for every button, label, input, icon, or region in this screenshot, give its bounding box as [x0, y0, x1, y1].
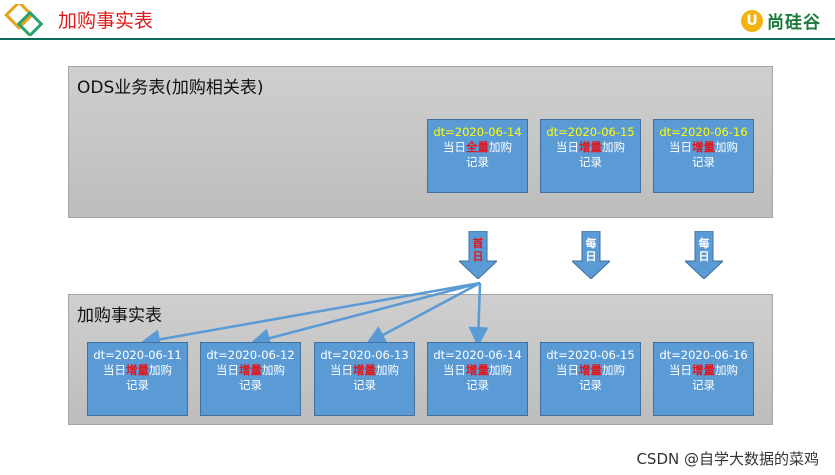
daily-arrow [685, 231, 723, 279]
box-prefix: 当日 [443, 363, 466, 377]
brand-logo: U 尚硅谷 [741, 8, 821, 33]
box-suffix: 加购 [376, 363, 399, 377]
brand-mark-icon: U [741, 9, 763, 32]
fan-arrow-0614 [468, 282, 489, 347]
box-suffix: 加购 [602, 140, 625, 154]
box-suffix: 加购 [489, 140, 512, 154]
box-keyword: 增量 [692, 140, 715, 154]
box-suffix: 加购 [489, 363, 512, 377]
arrow-label: 每日 [572, 237, 610, 263]
box-dt: dt=2020-06-16 [659, 125, 748, 139]
box-suffix: 加购 [262, 363, 285, 377]
daily-arrow [572, 231, 610, 279]
box-dt: dt=2020-06-12 [206, 348, 295, 362]
box-line2: 记录 [466, 155, 489, 169]
slide-title: 加购事实表 [58, 10, 154, 32]
box-dt: dt=2020-06-16 [659, 348, 748, 362]
title-divider [0, 38, 835, 40]
box-suffix: 加购 [149, 363, 172, 377]
diamond-logo-icon [4, 4, 44, 36]
box-suffix: 加购 [602, 363, 625, 377]
box-line2: 记录 [239, 378, 262, 392]
box-dt: dt=2020-06-14 [433, 348, 522, 362]
box-keyword: 增量 [692, 363, 715, 377]
box-prefix: 当日 [216, 363, 239, 377]
ods-panel-title: ODS业务表(加购相关表) [77, 78, 264, 98]
box-line2: 记录 [353, 378, 376, 392]
box-prefix: 当日 [103, 363, 126, 377]
box-prefix: 当日 [669, 140, 692, 154]
fact-panel-title: 加购事实表 [77, 306, 162, 326]
box-dt: dt=2020-06-15 [546, 125, 635, 139]
arrow-label-line2: 日 [472, 250, 484, 263]
fan-arrow-0612 [250, 281, 481, 348]
watermark: CSDN @自学大数据的菜鸡 [636, 450, 819, 468]
box-keyword: 增量 [353, 363, 376, 377]
box-line2: 记录 [692, 378, 715, 392]
fan-arrow-0611 [140, 281, 481, 350]
box-prefix: 当日 [443, 140, 466, 154]
box-line2: 记录 [579, 155, 602, 169]
box-keyword: 增量 [466, 363, 489, 377]
arrow-label-line1: 首 [472, 237, 484, 250]
box-suffix: 加购 [715, 363, 738, 377]
box-keyword: 增量 [579, 140, 602, 154]
box-line2: 记录 [126, 378, 149, 392]
box-keyword: 全量 [466, 140, 489, 154]
arrow-label-line2: 日 [585, 250, 597, 263]
box-keyword: 增量 [126, 363, 149, 377]
arrow-label: 每日 [685, 237, 723, 263]
box-prefix: 当日 [330, 363, 353, 377]
box-keyword: 增量 [579, 363, 602, 377]
box-line2: 记录 [692, 155, 715, 169]
arrow-label-line2: 日 [698, 250, 710, 263]
arrow-label-line1: 每 [585, 237, 597, 250]
box-line2: 记录 [579, 378, 602, 392]
box-dt: dt=2020-06-13 [320, 348, 409, 362]
box-prefix: 当日 [556, 363, 579, 377]
fan-arrow-0613 [365, 281, 481, 345]
box-prefix: 当日 [669, 363, 692, 377]
arrow-label: 首日 [459, 237, 497, 263]
box-line2: 记录 [466, 378, 489, 392]
brand-name: 尚硅谷 [767, 13, 821, 33]
first-day-arrow [459, 231, 497, 279]
box-keyword: 增量 [239, 363, 262, 377]
box-dt: dt=2020-06-15 [546, 348, 635, 362]
box-suffix: 加购 [715, 140, 738, 154]
arrow-label-line1: 每 [698, 237, 710, 250]
box-prefix: 当日 [556, 140, 579, 154]
box-dt: dt=2020-06-11 [93, 348, 182, 362]
box-dt: dt=2020-06-14 [433, 125, 522, 139]
